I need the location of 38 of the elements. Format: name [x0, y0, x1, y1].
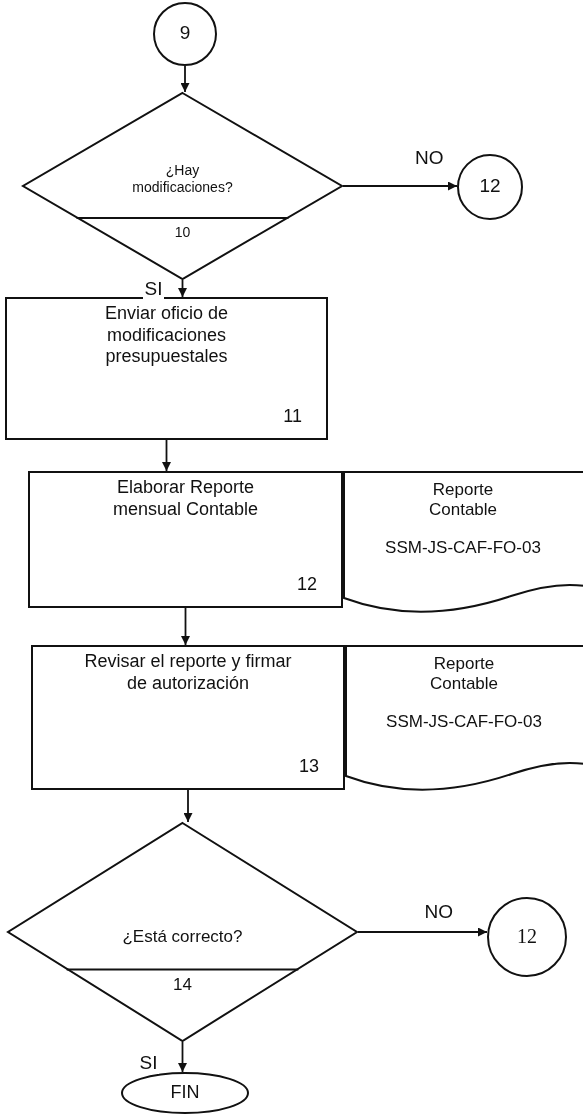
arrow: [180, 65, 190, 93]
terminator-oval: [121, 1072, 249, 1114]
step-number: 11: [283, 406, 302, 428]
step-number: 14: [172, 975, 193, 996]
process-box: [31, 645, 345, 790]
arrow: [178, 279, 187, 298]
document-title: Reporte Contable: [427, 480, 499, 521]
step-number: 13: [298, 756, 319, 778]
document-title: Reporte Contable: [428, 654, 500, 695]
connector-number: 9: [178, 21, 192, 45]
decision-diamond: [7, 822, 358, 1042]
step-number: 12: [296, 574, 317, 596]
connector-number: 12: [516, 924, 538, 948]
arrow: [162, 439, 171, 472]
process-box: [5, 297, 328, 440]
process-text: Enviar oficio de modificaciones presupuestales: [103, 303, 230, 368]
terminator-label: FIN: [169, 1081, 201, 1104]
arrow: [181, 607, 190, 646]
decision-question: ¿Está correcto?: [121, 927, 244, 948]
arrow: [342, 181, 458, 191]
arrow: [178, 1041, 187, 1073]
step-number: 10: [173, 223, 192, 241]
decision-question: ¿Hay modificaciones?: [131, 162, 234, 196]
document-shape: [343, 471, 583, 616]
form-code: SSM-JS-CAF-FO-03: [385, 712, 543, 733]
connector-circle: [457, 154, 523, 220]
document-shape: [345, 645, 583, 794]
process-box: [28, 471, 343, 608]
process-text: Elaborar Reporte mensual Contable: [111, 477, 260, 521]
process-text: Revisar el reporte y firmar de autorización: [83, 651, 293, 695]
arrow: [183, 789, 193, 823]
edge-label: SI: [137, 1053, 160, 1074]
connector-circle: [487, 897, 567, 977]
arrow: [357, 927, 488, 937]
connector-circle: [153, 2, 217, 66]
decision-diamond: [22, 92, 343, 280]
form-code: SSM-JS-CAF-FO-03: [384, 538, 542, 559]
connector-number: 12: [478, 174, 502, 198]
